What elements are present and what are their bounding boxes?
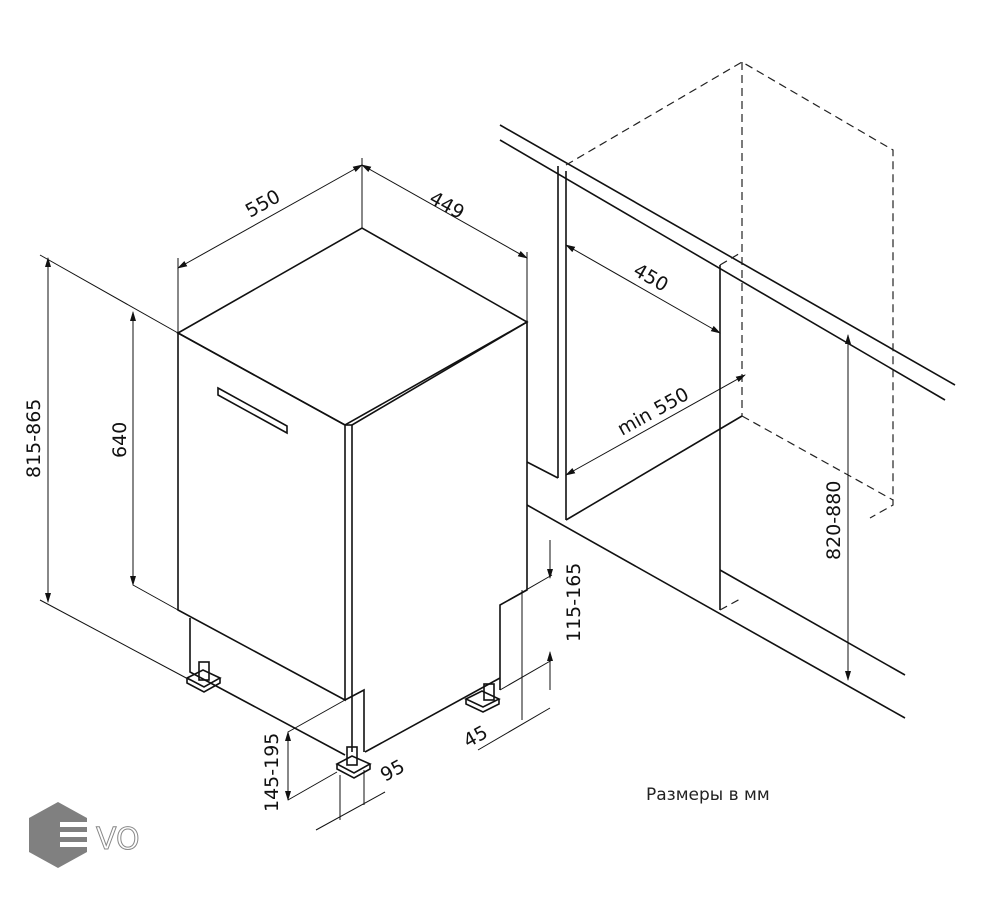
leg — [185, 661, 222, 693]
dim-niche-height: 820-880 — [823, 481, 845, 560]
dim-niche-width: min 550 — [614, 383, 693, 440]
dim-depth: 449 — [426, 187, 468, 224]
dishwasher-side — [351, 320, 528, 690]
door-handle — [217, 386, 288, 435]
cabinet-niche — [499, 61, 956, 719]
dishwasher — [176, 227, 529, 779]
evo-logo: VO — [29, 802, 140, 868]
dim-width: 550 — [242, 186, 284, 223]
dim-niche-depth: 450 — [630, 259, 672, 296]
units-caption: Размеры в мм — [646, 785, 770, 805]
svg-text:VO: VO — [96, 822, 140, 857]
dimension-lines — [39, 158, 851, 831]
dim-door-height: 640 — [109, 422, 131, 458]
dim-door-bottom: 145-195 — [261, 733, 283, 812]
dim-plinth-offset: 45 — [460, 721, 492, 752]
dim-total-height: 815-865 — [23, 399, 45, 478]
dishwasher-door — [177, 331, 346, 702]
leg — [335, 746, 372, 779]
dim-leg-offset: 95 — [377, 755, 409, 786]
leg — [464, 683, 501, 713]
dim-plinth-height: 115-165 — [563, 563, 585, 642]
